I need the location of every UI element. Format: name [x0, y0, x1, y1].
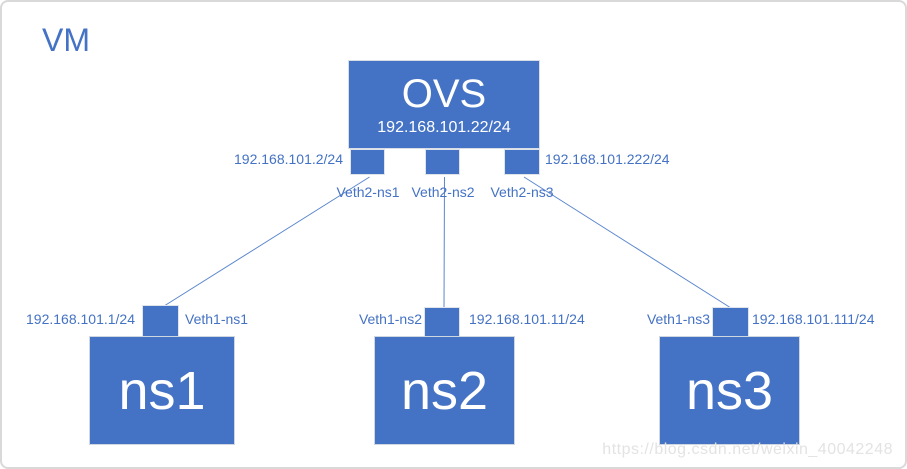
ovs-port3-name-label: Veth2-ns3 [490, 184, 554, 200]
ovs-node-title: OVS [401, 71, 487, 116]
ovs-port-veth2-ns2 [425, 149, 460, 175]
csdn-watermark: https://blog.csdn.net/weixin_40042248 [602, 441, 893, 458]
ns2-node: ns2 [374, 336, 515, 445]
ovs-port1-name-label: Veth2-ns1 [336, 184, 400, 200]
ns1-port-veth1-ns1 [142, 305, 179, 337]
ns2-port-name-label: Veth1-ns2 [358, 311, 422, 327]
ns3-node: ns3 [659, 336, 800, 445]
ovs-node-ip: 192.168.101.22/24 [377, 118, 511, 136]
ns1-port-name-label: Veth1-ns1 [185, 311, 249, 327]
ns3-port-name-label: Veth1-ns3 [646, 311, 710, 327]
ovs-port1-ip-label: 192.168.101.2/24 [234, 151, 343, 167]
vm-label: VM [42, 22, 90, 58]
ovs-port3-ip-label: 192.168.101.222/24 [545, 151, 670, 167]
ovs-port-veth2-ns3 [504, 149, 540, 175]
ovs-port-veth2-ns1 [350, 149, 385, 175]
ns1-port-ip-label: 192.168.101.1/24 [26, 311, 135, 327]
ns1-node: ns1 [89, 336, 235, 445]
ns2-port-ip-label: 192.168.101.11/24 [469, 311, 585, 327]
ns3-port-veth1-ns3 [712, 307, 749, 337]
ns2-port-veth1-ns2 [424, 307, 460, 337]
ovs-node: OVS 192.168.101.22/24 [348, 60, 540, 149]
ovs-port2-name-label: Veth2-ns2 [411, 184, 475, 200]
ns3-port-ip-label: 192.168.101.111/24 [752, 311, 875, 327]
